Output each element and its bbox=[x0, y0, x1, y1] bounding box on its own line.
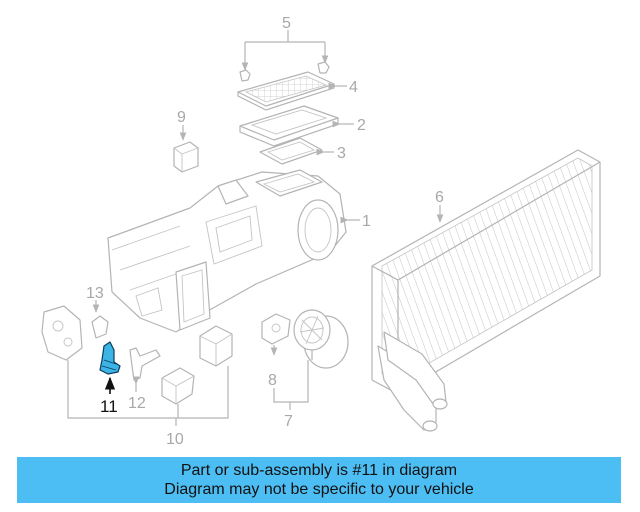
info-banner: Part or sub-assembly is #11 in diagram D… bbox=[17, 457, 621, 503]
part-2-filter-housing bbox=[239, 105, 354, 147]
part-13-clip bbox=[91, 300, 109, 339]
callout-4: 4 bbox=[349, 79, 358, 96]
part-4-filter bbox=[237, 71, 347, 111]
part-11-highlighted bbox=[99, 341, 121, 394]
callout-10: 10 bbox=[166, 431, 184, 448]
part-8-resistor bbox=[261, 313, 291, 356]
callout-2: 2 bbox=[357, 117, 366, 134]
part-1-housing bbox=[107, 169, 360, 333]
part-11-body bbox=[99, 341, 121, 375]
part-10-actuators bbox=[67, 325, 233, 426]
callout-9: 9 bbox=[177, 109, 186, 126]
part-6-heater-core bbox=[371, 149, 601, 432]
callout-6: 6 bbox=[435, 189, 444, 206]
part-12-sensor bbox=[129, 347, 161, 392]
banner-line-2: Diagram may not be specific to your vehi… bbox=[164, 481, 474, 498]
callout-7: 7 bbox=[284, 413, 293, 430]
callout-3: 3 bbox=[337, 145, 346, 162]
parts-diagram: 5 4 2 3 9 1 6 13 8 7 12 10 11 bbox=[41, 15, 601, 448]
banner-line-1: Part or sub-assembly is #11 in diagram bbox=[180, 462, 458, 479]
callout-12: 12 bbox=[128, 395, 146, 412]
part-5-clips bbox=[239, 30, 330, 82]
callout-11: 11 bbox=[100, 397, 118, 416]
callout-1: 1 bbox=[362, 213, 371, 230]
callout-13: 13 bbox=[86, 285, 104, 302]
part-3-seal bbox=[259, 137, 334, 165]
callout-8: 8 bbox=[268, 372, 277, 389]
actuator-left bbox=[41, 305, 83, 361]
bracket-7-8 bbox=[273, 360, 309, 403]
part-7-blower bbox=[293, 309, 349, 369]
callout-5: 5 bbox=[282, 15, 291, 32]
part-9-module bbox=[173, 125, 199, 173]
